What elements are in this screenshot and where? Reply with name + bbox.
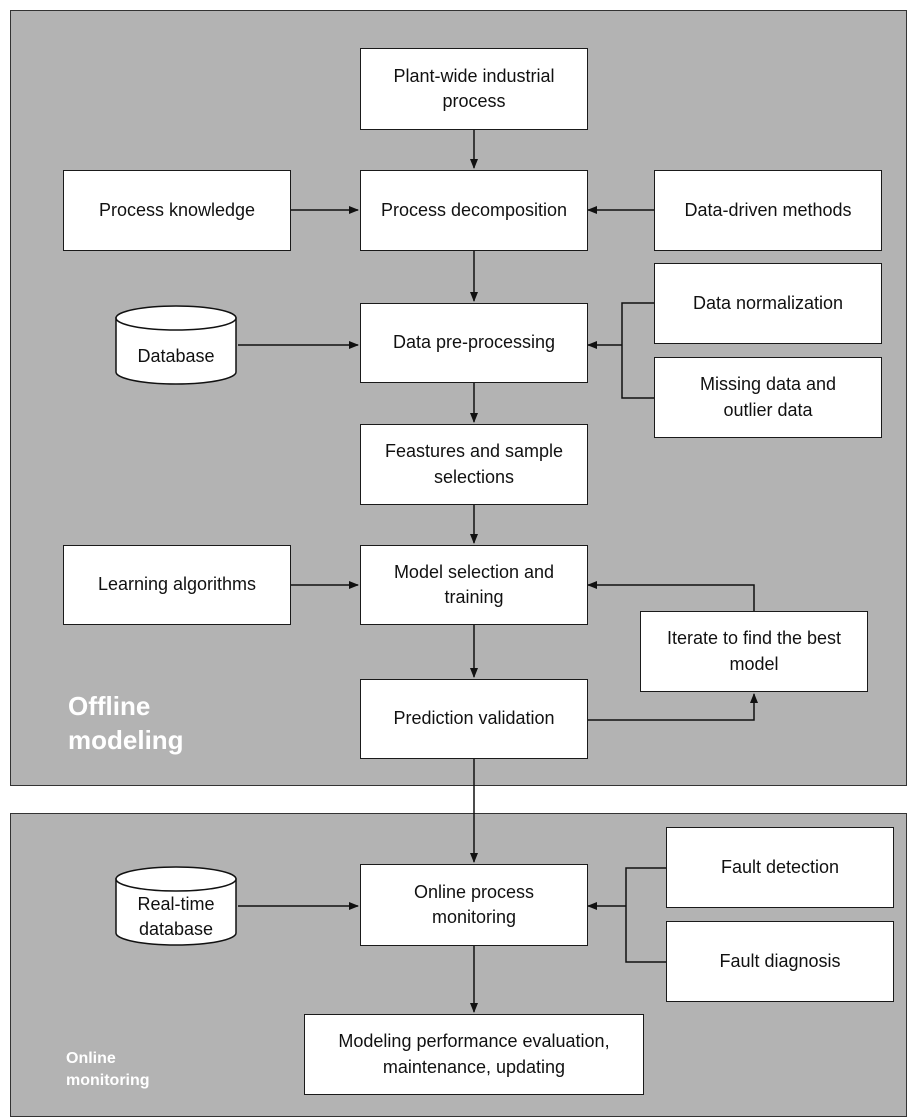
prediction-validation-box: Prediction validation [360, 679, 588, 759]
fault-diagnosis-box: Fault diagnosis [666, 921, 894, 1002]
missing-outlier-box: Missing data and outlier data [654, 357, 882, 438]
model-selection-box: Model selection and training [360, 545, 588, 625]
bracket-preprocessing-inputs [621, 302, 654, 399]
learning-algorithms-box: Learning algorithms [63, 545, 291, 625]
realtime-database-label-line1: Real-time [137, 894, 214, 914]
fault-detection-box: Fault detection [666, 827, 894, 908]
arrow-iterate-to-model [587, 581, 755, 611]
realtime-database-label-line2: database [139, 919, 213, 939]
process-knowledge-box: Process knowledge [63, 170, 291, 251]
arrow-validation-to-iterate [588, 693, 758, 721]
offline-modeling-label: Offline modeling [68, 691, 184, 755]
process-decomposition-box: Process decomposition [360, 170, 588, 251]
bracket-online-inputs [625, 867, 666, 963]
feature-selection-box: Feastures and sample selections [360, 424, 588, 505]
database-label: Database [137, 346, 214, 366]
performance-evaluation-box: Modeling performance evaluation, mainten… [304, 1014, 644, 1095]
data-normalization-box: Data normalization [654, 263, 882, 344]
data-preprocessing-box: Data pre-processing [360, 303, 588, 383]
database-cylinder: Database [115, 305, 237, 385]
iterate-best-model-box: Iterate to find the best model [640, 611, 868, 692]
data-driven-methods-box: Data-driven methods [654, 170, 882, 251]
online-monitoring-box: Online process monitoring [360, 864, 588, 946]
online-monitoring-label: Online monitoring [66, 1050, 150, 1090]
plant-process-box: Plant-wide industrial process [360, 48, 588, 130]
realtime-database-cylinder: Real-time database [115, 866, 237, 946]
